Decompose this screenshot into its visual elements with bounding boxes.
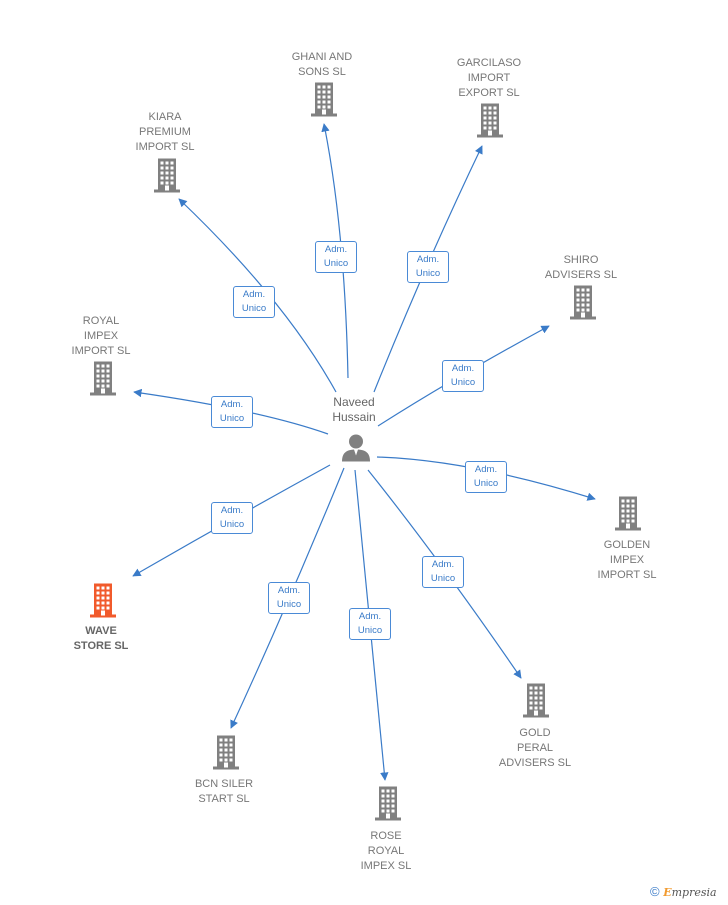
building-icon-gold-peral[interactable]: [520, 683, 552, 724]
copyright-icon: ©: [650, 884, 660, 899]
relation-badge-golden: Adm.Unico: [465, 461, 507, 493]
building-icon-kiara[interactable]: [151, 158, 183, 199]
building-icon-garcilaso[interactable]: [474, 103, 506, 144]
building-icon-wave[interactable]: [87, 583, 119, 624]
building-icon-royal[interactable]: [87, 361, 119, 402]
building-icon-ghani[interactable]: [308, 82, 340, 123]
building-icon-shiro[interactable]: [567, 285, 599, 326]
building-icon-golden[interactable]: [612, 496, 644, 537]
relation-badge-ghani: Adm.Unico: [315, 241, 357, 273]
relation-badge-gold-peral: Adm.Unico: [422, 556, 464, 588]
relation-badge-garcilaso: Adm.Unico: [407, 251, 449, 283]
relation-badge-shiro: Adm.Unico: [442, 360, 484, 392]
building-icon-bcn[interactable]: [210, 735, 242, 776]
relation-badge-royal: Adm.Unico: [211, 396, 253, 428]
relation-badge-wave: Adm.Unico: [211, 502, 253, 534]
relation-badge-kiara: Adm.Unico: [233, 286, 275, 318]
edge-ghani: [321, 123, 349, 379]
building-icon-rose[interactable]: [372, 786, 404, 827]
relation-badge-rose: Adm.Unico: [349, 608, 391, 640]
relation-badge-bcn: Adm.Unico: [268, 582, 310, 614]
person-icon[interactable]: [341, 433, 371, 468]
copyright-notice: © Empresia: [650, 884, 717, 899]
brand-logo: Empresia: [663, 886, 717, 899]
